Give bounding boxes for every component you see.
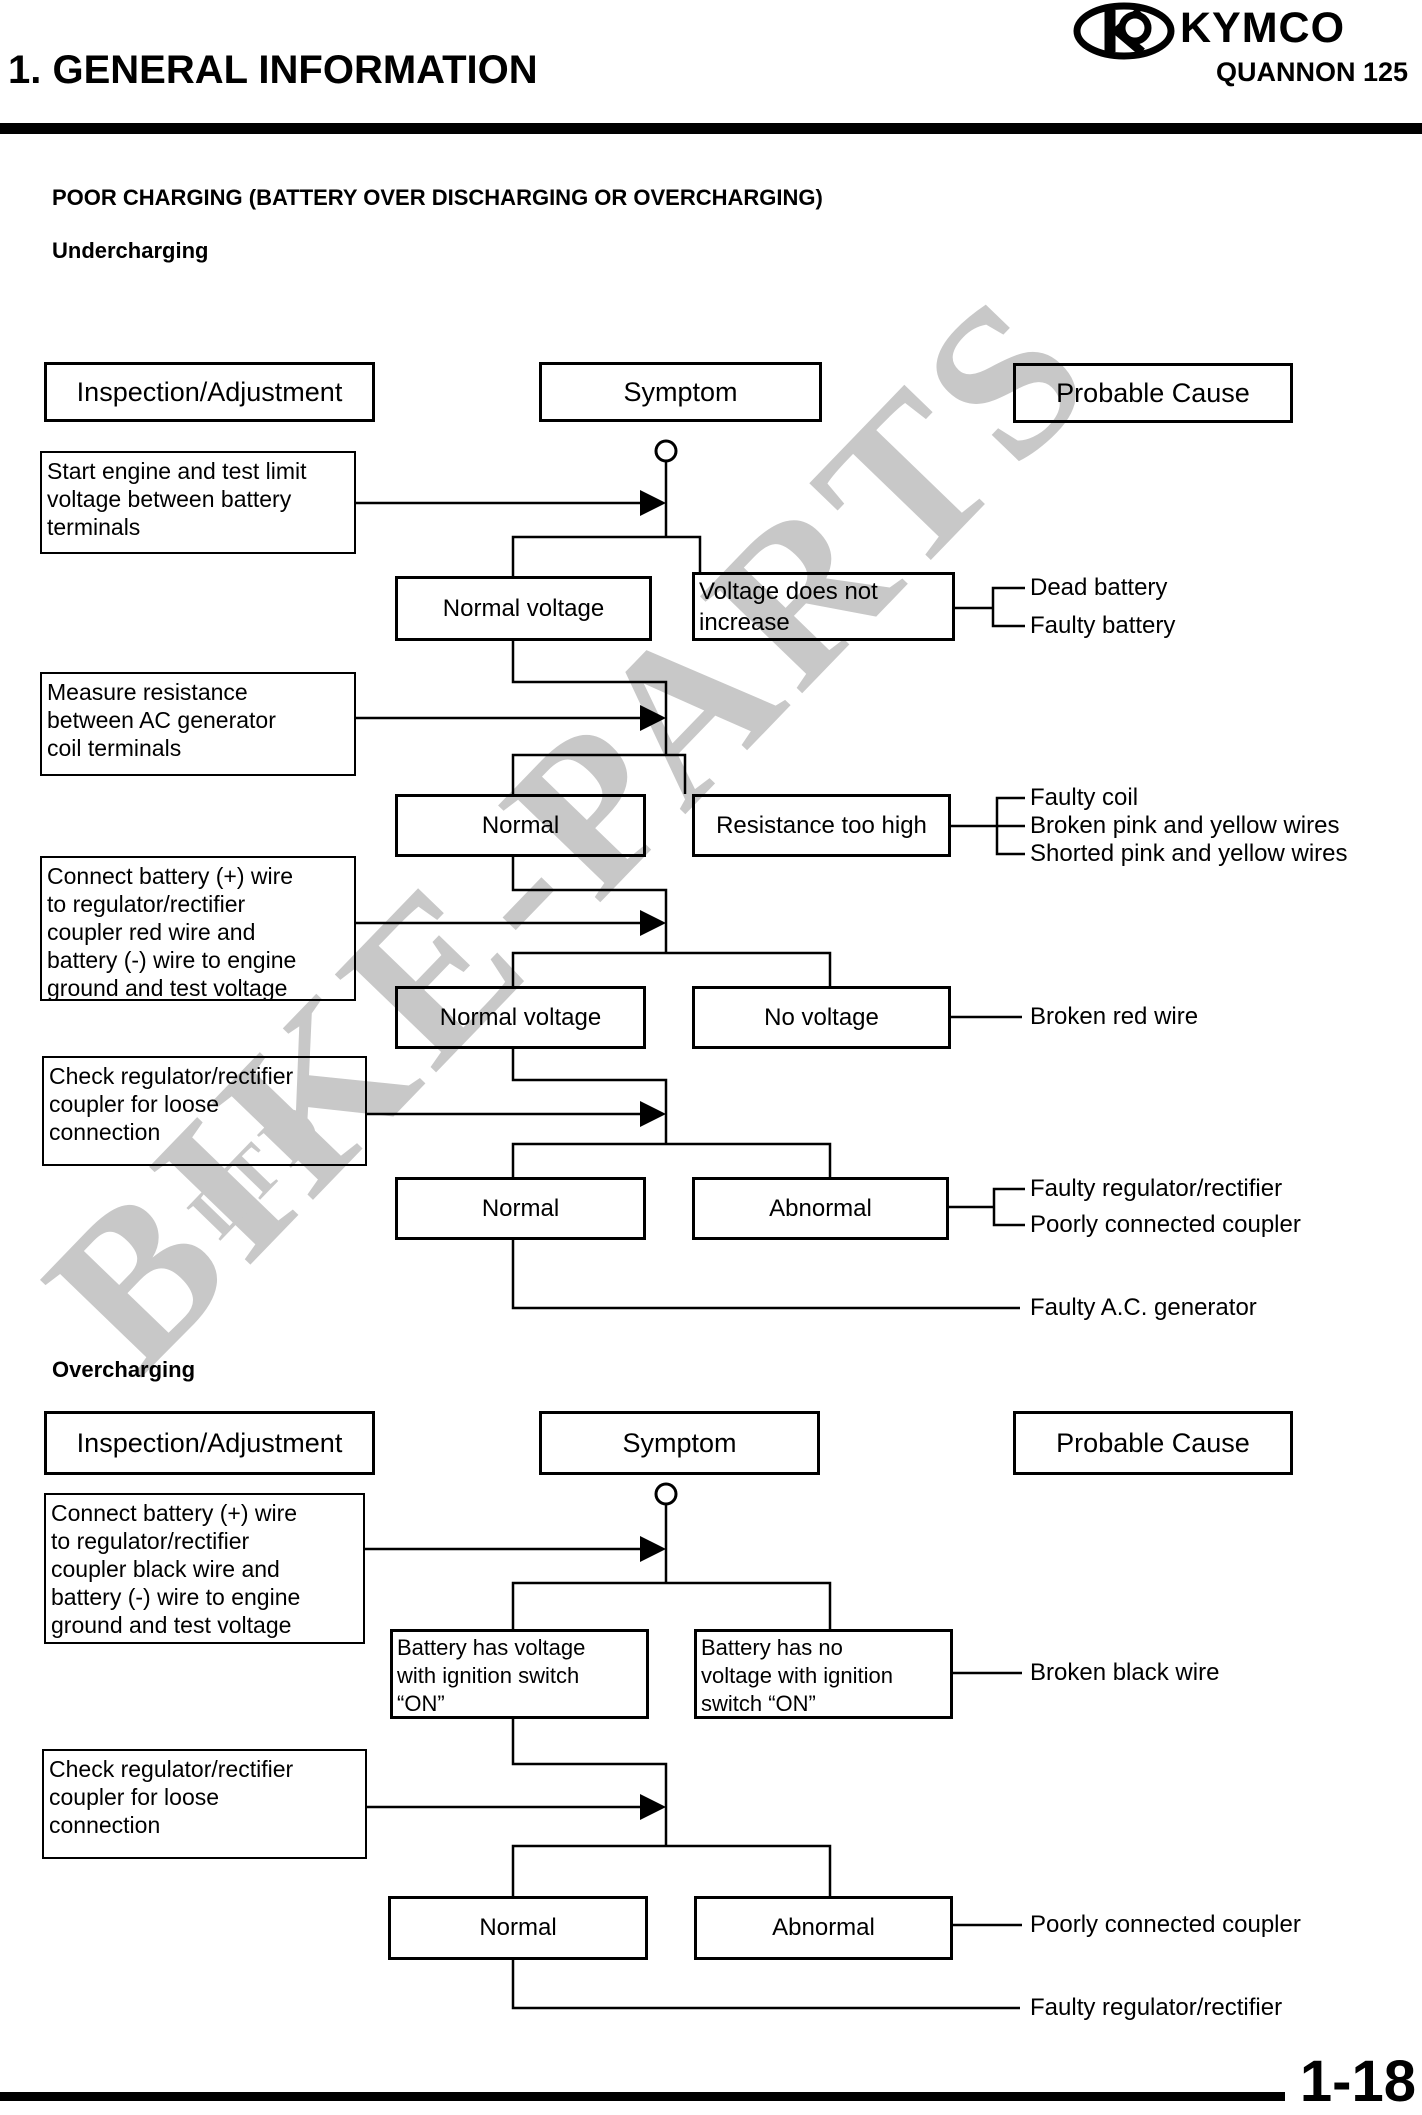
column-header-symptom: Symptom <box>539 362 822 422</box>
column-header-probable-cause: Probable Cause <box>1013 363 1293 423</box>
page-title: 1. GENERAL INFORMATION <box>8 48 538 92</box>
column-header-inspection: Inspection/Adjustment <box>44 362 375 422</box>
footer-divider <box>0 2092 1285 2101</box>
column-header-inspection: Inspection/Adjustment <box>44 1411 375 1475</box>
symptom-box: Abnormal <box>694 1896 953 1960</box>
probable-cause-label: Faulty regulator/rectifier <box>1030 1175 1283 1202</box>
result-box: Normal voltage <box>395 986 646 1049</box>
brand-text: KYMCO <box>1180 4 1346 52</box>
flow-start-node <box>654 1482 678 1506</box>
probable-cause-label: Broken pink and yellow wires <box>1030 812 1340 839</box>
header-divider <box>0 123 1422 134</box>
probable-cause-label: Poorly connected coupler <box>1030 1911 1301 1938</box>
symptom-box: Abnormal <box>692 1177 949 1240</box>
column-header-probable-cause: Probable Cause <box>1013 1411 1293 1475</box>
inspection-step: Check regulator/rectifier coupler for lo… <box>42 1749 367 1859</box>
probable-cause-label: Faulty coil <box>1030 784 1139 811</box>
result-box: Normal <box>388 1896 648 1960</box>
inspection-step: Start engine and test limit voltage betw… <box>40 451 356 554</box>
arrow-icon <box>640 490 666 1127</box>
symptom-box: Battery has no voltage with ignition swi… <box>694 1629 953 1719</box>
probable-cause-label: Broken red wire <box>1030 1003 1199 1030</box>
result-box: Normal voltage <box>395 576 652 641</box>
page-number: 1-18 <box>1299 2049 1416 2114</box>
section-heading: POOR CHARGING (BATTERY OVER DISCHARGING … <box>52 185 823 210</box>
symptom-box: Resistance too high <box>692 794 951 857</box>
probable-cause-label: Faulty battery <box>1030 612 1176 639</box>
symptom-box: Voltage does not increase <box>692 572 955 641</box>
undercharging-connectors <box>356 439 1025 1310</box>
inspection-step: Connect battery (+) wire to regulator/re… <box>44 1493 365 1644</box>
probable-cause-label: Shorted pink and yellow wires <box>1030 840 1348 867</box>
symptom-box: No voltage <box>692 986 951 1049</box>
model-label: QUANNON 125 <box>1215 57 1408 87</box>
probable-cause-label: Dead battery <box>1030 574 1168 601</box>
result-box: Normal <box>395 1177 646 1240</box>
inspection-step: Check regulator/rectifier coupler for lo… <box>42 1056 367 1166</box>
kymco-logo-icon <box>1073 2 1175 60</box>
inspection-step: Connect battery (+) wire to regulator/re… <box>40 856 356 1001</box>
probable-cause-label: Faulty A.C. generator <box>1030 1294 1257 1321</box>
overcharging-connectors <box>365 1482 1022 2010</box>
undercharging-heading: Undercharging <box>52 238 209 263</box>
inspection-step: Measure resistance between AC generator … <box>40 672 356 776</box>
flow-start-node <box>654 439 678 463</box>
arrow-icon <box>640 1536 666 1820</box>
probable-cause-label: Faulty regulator/rectifier <box>1030 1994 1283 2021</box>
probable-cause-label: Broken black wire <box>1030 1659 1220 1686</box>
column-header-symptom: Symptom <box>539 1411 820 1475</box>
result-box: Normal <box>395 794 646 857</box>
result-box: Battery has voltage with ignition switch… <box>390 1629 649 1719</box>
probable-cause-label: Poorly connected coupler <box>1030 1211 1301 1238</box>
overcharging-heading: Overcharging <box>52 1357 196 1382</box>
